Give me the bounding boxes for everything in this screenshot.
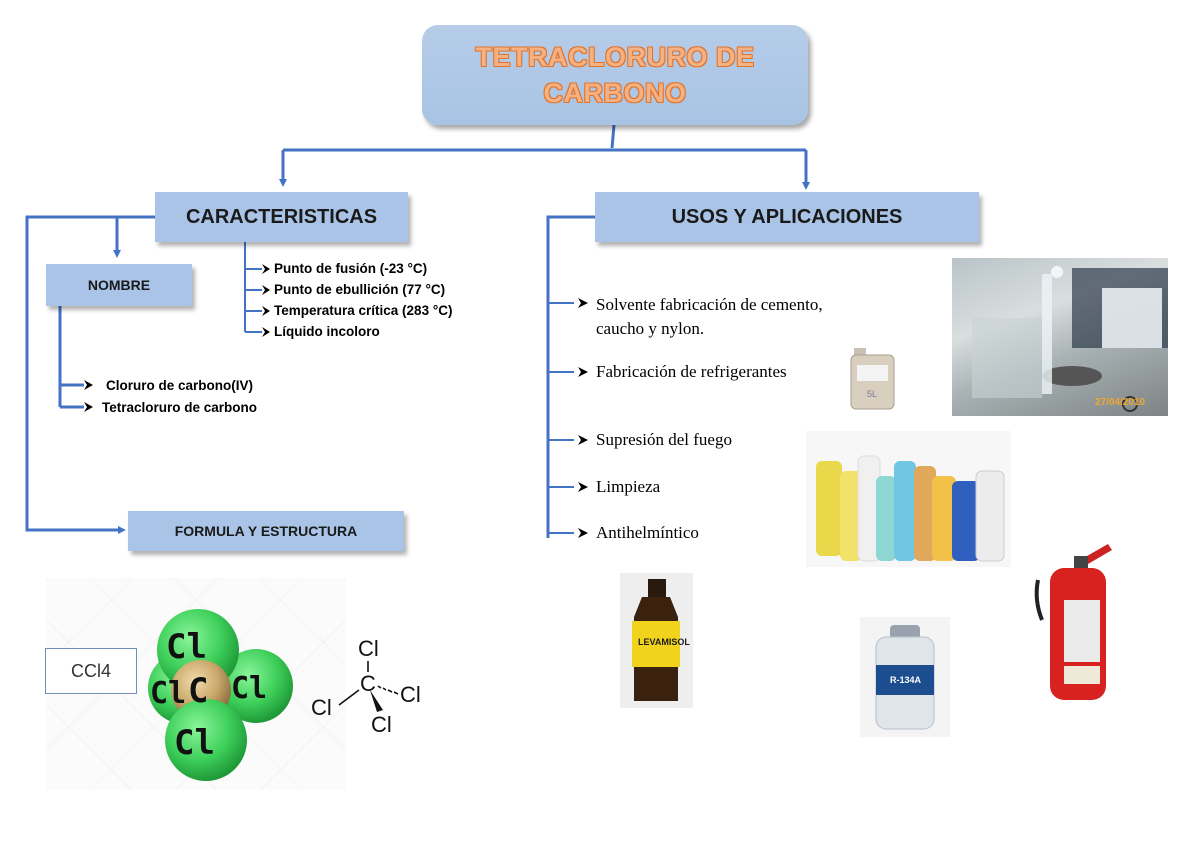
jug-label: 5L	[867, 389, 878, 399]
uso-item: Antihelmíntico	[596, 523, 699, 542]
usos-header-label: USOS Y APLICACIONES	[671, 205, 903, 228]
formula-label-box: CCl4	[45, 648, 137, 694]
caracteristica-item: Punto de fusión (-23 °C)	[274, 261, 428, 276]
page-title: TETRACLORURO DE CARBONO	[476, 39, 755, 111]
solvent-jug-photo: 5L	[849, 345, 897, 410]
caracteristica-item: Temperatura crítica (283 °C)	[274, 303, 453, 318]
caracteristicas-header: CARACTERISTICAS	[155, 192, 408, 242]
usos-header: USOS Y APLICACIONES	[595, 192, 979, 242]
cl-atom-bottom	[165, 699, 247, 781]
caracteristicas-header-label: CARACTERISTICAS	[185, 205, 378, 228]
cl-atom-label: Cl	[174, 723, 215, 763]
cl-atom-label: Cl	[150, 676, 186, 711]
caracteristica-item: Punto de ebullición (77 °C)	[274, 282, 446, 297]
cleaning-art	[816, 455, 1005, 562]
uso-item-line: Solvente fabricación de cemento,	[596, 295, 823, 314]
fire-extinguisher-photo	[1030, 540, 1120, 702]
cl-atom-right	[219, 649, 293, 723]
levamisol-photo: LEVAMISOL	[620, 573, 693, 708]
jug-art	[850, 348, 895, 410]
nombre-item: Tetracloruro de carbono	[102, 400, 258, 415]
can-label: R-134A	[890, 675, 922, 685]
uso-item: Solvente fabricación de cemento, caucho …	[596, 293, 823, 341]
title-box: TETRACLORURO DE CARBONO	[422, 25, 808, 125]
extinguisher-art	[1034, 544, 1112, 700]
nombre-item: Cloruro de carbono(IV)	[106, 378, 254, 393]
uso-item-line: caucho y nylon.	[596, 319, 705, 338]
bottle-art	[632, 579, 680, 701]
lab-photo-art	[972, 266, 1168, 412]
can-art	[875, 625, 935, 730]
bottle-label: LEVAMISOL	[638, 637, 690, 647]
caracteristica-item: Líquido incoloro	[274, 324, 380, 339]
lab-photo: 27/04/2010	[952, 258, 1168, 416]
formula-header-label: FORMULA Y ESTRUCTURA	[174, 523, 358, 539]
uso-item: Limpieza	[596, 477, 661, 496]
nombre-header-label: NOMBRE	[87, 277, 151, 293]
title-line-1: TETRACLORURO DE	[475, 42, 755, 72]
cl-atom-label: Cl	[166, 627, 207, 667]
nombre-header: NOMBRE	[46, 264, 192, 306]
cleaning-products-photo	[806, 431, 1011, 567]
molecule-svg: Cl Cl Cl C Cl	[148, 609, 293, 781]
c-atom-label: C	[188, 671, 208, 711]
title-line-2: CARBONO	[543, 78, 687, 108]
uso-item: Fabricación de refrigerantes	[596, 362, 787, 381]
formula-header: FORMULA Y ESTRUCTURA	[128, 511, 404, 551]
uso-item: Supresión del fuego	[596, 430, 732, 449]
lab-photo-date: 27/04/2010	[1095, 397, 1146, 408]
cl-atom-label: Cl	[231, 671, 267, 706]
refrigerant-can-photo: R-134A	[860, 617, 950, 737]
formula-label: CCl4	[70, 660, 111, 681]
molecule-model: Cl Cl Cl C Cl	[46, 578, 346, 790]
